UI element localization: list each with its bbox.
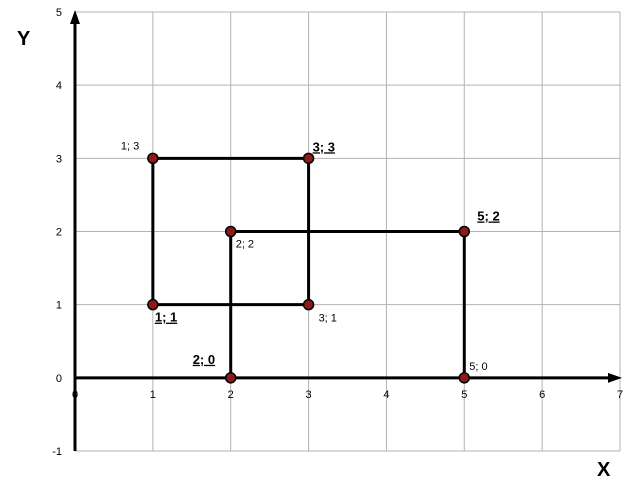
data-point — [458, 372, 471, 384]
y-tick-label: 2 — [56, 227, 62, 239]
y-axis-label: Y — [17, 28, 31, 50]
point-label: 1; 1 — [155, 310, 177, 325]
y-tick-label: 1 — [56, 300, 62, 312]
x-tick-label: 4 — [383, 389, 389, 401]
x-tick-label: 6 — [539, 389, 545, 401]
data-point — [458, 225, 471, 238]
point-label: 3; 1 — [319, 313, 337, 325]
y-tick-label: 0 — [56, 373, 62, 385]
y-tick-label: 4 — [56, 80, 62, 92]
x-tick-label: 5 — [461, 389, 467, 401]
data-point — [302, 298, 315, 311]
x-tick-label: 2 — [228, 389, 234, 401]
data-point — [147, 152, 159, 165]
point-label: 3; 3 — [313, 139, 335, 154]
data-point — [224, 225, 237, 238]
x-tick-label: 7 — [617, 389, 623, 401]
markers — [147, 152, 471, 384]
x-tick-label: 1 — [150, 389, 156, 401]
data-point — [224, 372, 237, 384]
y-tick-label: -1 — [52, 446, 62, 458]
data-point — [302, 152, 315, 165]
point-label: 5; 0 — [469, 361, 487, 373]
point-label: 2; 0 — [193, 352, 215, 367]
point-label: 1; 3 — [121, 140, 139, 152]
y-axis-arrow — [70, 10, 80, 24]
y-tick-label: 5 — [56, 7, 62, 19]
y-tick-label: 3 — [56, 153, 62, 165]
data-point — [147, 298, 159, 311]
x-tick-label: 3 — [306, 389, 312, 401]
x-tick-label: 0 — [72, 389, 78, 401]
tick-labels: 0 1 2 3 4 5 6 7 -1 0 1 2 3 4 5 — [52, 7, 623, 458]
x-axis-label: X — [597, 459, 611, 481]
axes — [70, 10, 622, 451]
point-labels: 1; 3 3; 3 1; 1 3; 1 2; 2 5; 2 2; 0 5; 0 — [121, 139, 500, 373]
point-label: 5; 2 — [477, 209, 499, 224]
point-label: 2; 2 — [236, 239, 254, 251]
segments — [151, 156, 466, 378]
x-axis-arrow — [608, 372, 622, 383]
